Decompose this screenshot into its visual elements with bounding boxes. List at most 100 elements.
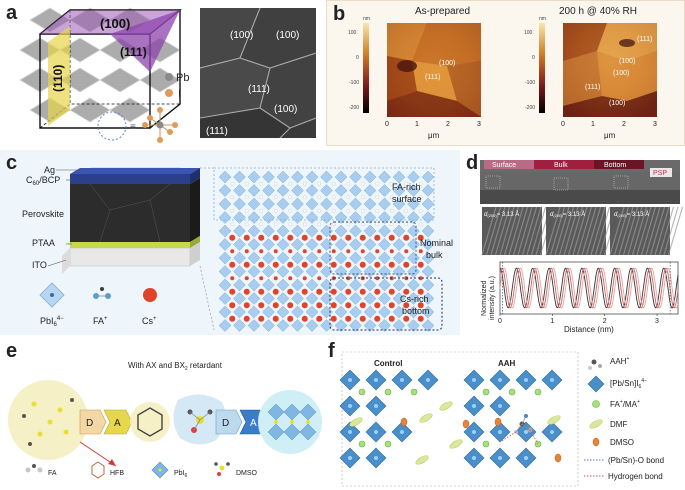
- legend-pb: Pb: [176, 72, 189, 84]
- pbi6-octahedron: [305, 211, 319, 224]
- metal-center: [524, 378, 528, 382]
- fa-cation: [360, 195, 365, 200]
- a-site-cation: [317, 249, 322, 254]
- cs-cation: [403, 302, 410, 309]
- layer-label-ptaa: PTAA: [32, 238, 55, 248]
- fa-cation: [317, 222, 321, 227]
- cs-cation: [301, 288, 308, 295]
- cs-cation: [330, 288, 337, 295]
- cs-cation: [287, 234, 294, 241]
- pbi6-octahedron: [392, 224, 406, 238]
- lattice-fringe: [631, 206, 648, 256]
- pbi6-octahedron: [247, 292, 261, 305]
- metal-center: [348, 378, 352, 382]
- pbi6-octahedron: [276, 319, 290, 332]
- fa-cation: [244, 222, 249, 227]
- pbi6-octahedron: [363, 170, 377, 184]
- metal-center: [348, 430, 352, 434]
- a-site-cation: [244, 276, 249, 281]
- pbi6-octahedron: [407, 278, 420, 292]
- legend-pbi6: PbI64−: [40, 316, 64, 328]
- pbi6-octahedron: [233, 265, 246, 278]
- cs-cation: [258, 234, 265, 241]
- afm-left-label-100: (100): [439, 60, 455, 67]
- lattice-fringe: [503, 206, 520, 256]
- fa-cation: [302, 195, 307, 200]
- region-cs-line1: Cs-rich: [400, 294, 429, 304]
- crystal-schematic: (100) (111) (110) ≡ Pb I: [19, 7, 189, 143]
- cs-cation: [374, 315, 381, 322]
- donor-label-2: D: [222, 418, 229, 429]
- pbi6-octahedron: [421, 238, 435, 251]
- fa-cation: [331, 209, 336, 213]
- fa-cation: [404, 195, 408, 200]
- fa-cation: [317, 209, 321, 213]
- pbi6-octahedron: [320, 251, 333, 265]
- a-site-cation: [346, 249, 351, 254]
- chart-ylabel-2: intensity (a.u.): [489, 276, 496, 320]
- cs-cation: [272, 234, 279, 241]
- legend-pbi6-e: PbI6: [174, 470, 188, 479]
- pbi6-octahedron: [291, 224, 304, 238]
- fa-cation: [418, 222, 423, 227]
- cs-cation: [287, 315, 294, 322]
- pbi6-octahedron: [276, 251, 290, 265]
- cs-cation: [417, 234, 424, 241]
- sem-label-4: (100): [274, 104, 297, 115]
- pbi6-octahedron: [262, 251, 275, 265]
- afm-right-x2: 2: [622, 121, 626, 128]
- cs-cation: [388, 261, 395, 268]
- legend-hfb: HFB: [110, 470, 124, 477]
- fa-cation: [418, 182, 423, 186]
- pbi6-octahedron: [233, 184, 246, 197]
- lattice-fringe: [526, 206, 542, 256]
- pbi6-octahedron: [421, 292, 435, 305]
- pbi6-octahedron: [392, 319, 406, 332]
- d-spacing-surface: d(200)= 3.13 Å: [484, 211, 519, 218]
- pbi6-octahedron: [421, 184, 435, 197]
- lattice-fringe: [594, 206, 611, 256]
- fa-cation: [418, 209, 423, 213]
- lattice-fringe: [654, 206, 670, 256]
- pbi6-octahedron: [363, 238, 377, 251]
- pbi6-octahedron: [334, 184, 348, 197]
- fa-cation: [302, 209, 307, 213]
- afm-right-label-1: (111): [637, 36, 652, 43]
- fa-cation: [389, 182, 394, 186]
- pbi6-octahedron: [247, 265, 261, 278]
- pbi6-octahedron: [363, 305, 377, 319]
- pbi6-octahedron: [247, 251, 261, 265]
- acceptor-label-2: A: [250, 418, 257, 429]
- pbi6-octahedron: [363, 184, 377, 197]
- afm-right-xlabel: μm: [604, 131, 616, 140]
- lattice-fringe: [667, 206, 684, 256]
- metal-center: [348, 404, 352, 408]
- pbi6-octahedron: [349, 197, 362, 211]
- cs-cation: [403, 234, 410, 241]
- lattice-fringe: [567, 206, 584, 256]
- fa-cation: [389, 195, 394, 200]
- metal-center: [374, 378, 378, 382]
- cb-left-tick-4: -200: [349, 105, 359, 111]
- pbi6-octahedron: [276, 265, 290, 278]
- pbi6-octahedron: [247, 224, 261, 238]
- pbi6-octahedron: [247, 184, 261, 197]
- cs-cation: [374, 302, 381, 309]
- pbi6-octahedron: [233, 305, 246, 319]
- cs-cation: [229, 261, 236, 268]
- pbi6-octahedron: [334, 251, 348, 265]
- pbi6-octahedron: [392, 292, 406, 305]
- metal-center: [524, 430, 528, 434]
- aah-molecule-icon: [499, 414, 539, 445]
- lattice-fringe: [618, 206, 634, 256]
- pbi6-octahedron: [378, 319, 391, 332]
- fa-cation: [346, 195, 350, 200]
- fa-cation: [288, 182, 292, 186]
- hrtem-tiles: [481, 206, 684, 256]
- fa-cation: [389, 209, 394, 213]
- red-arrow-icon: [108, 459, 116, 466]
- pbi6-octahedron: [262, 197, 275, 211]
- pbi6-octahedron: [392, 211, 406, 224]
- cs-cation: [272, 261, 279, 268]
- pbi6-octahedron: [291, 238, 304, 251]
